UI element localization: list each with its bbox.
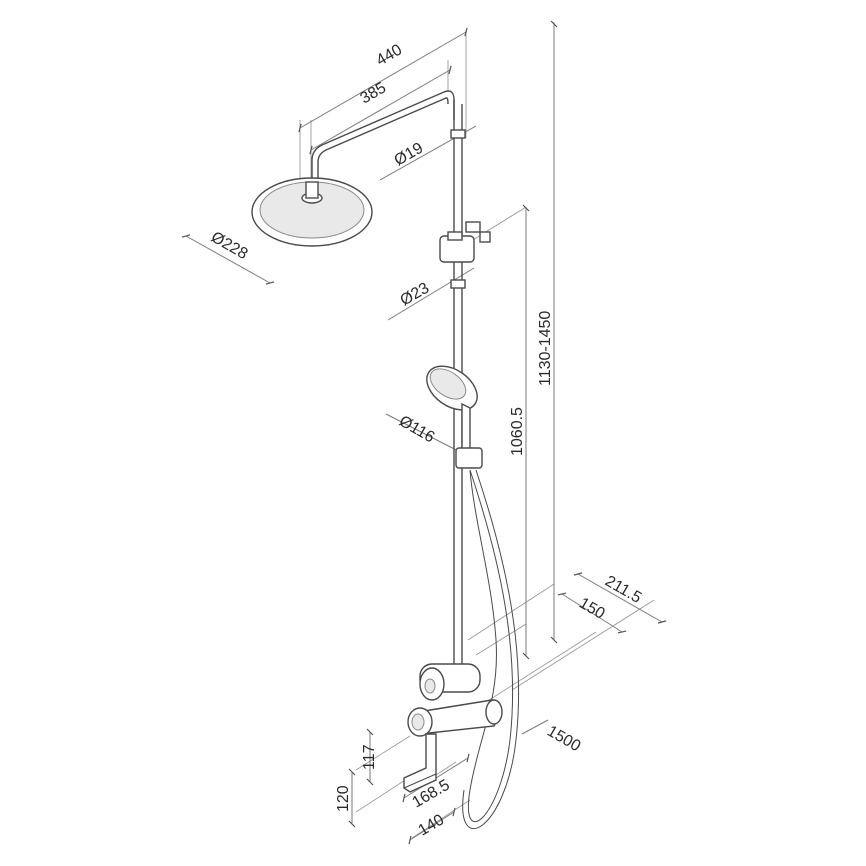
label-d23: Ø23: [398, 280, 433, 310]
slide-bracket: [439, 221, 491, 263]
label-1500: 1500: [544, 723, 583, 756]
shower-hose: [462, 469, 520, 830]
hand-shower: [426, 365, 483, 469]
dim-line-140: [408, 807, 456, 845]
overhead-shower-head: [251, 177, 373, 247]
label-150: 150: [576, 595, 608, 623]
label-120: 120: [335, 785, 352, 812]
label-d228: Ø228: [208, 229, 250, 263]
dim-line-150: [557, 592, 627, 634]
label-1130-1450: 1130-1450: [537, 311, 554, 386]
dimension-lines: [181, 20, 667, 845]
dim-line-1500: [521, 719, 549, 735]
bath-spout: [403, 733, 437, 793]
label-140: 140: [416, 811, 448, 839]
label-440: 440: [374, 41, 406, 69]
dim-line-d23: [387, 267, 475, 321]
dim-line-d228: [181, 234, 275, 285]
label-117: 117: [361, 744, 378, 770]
overhead-arm: [311, 90, 455, 186]
label-211-5: 211.5: [602, 573, 644, 607]
dim-line-385: [309, 65, 452, 155]
mixer-valve-body: [407, 663, 503, 737]
label-d116: Ø116: [396, 413, 437, 447]
label-1060-5: 1060.5: [509, 407, 526, 456]
label-385: 385: [358, 79, 390, 107]
